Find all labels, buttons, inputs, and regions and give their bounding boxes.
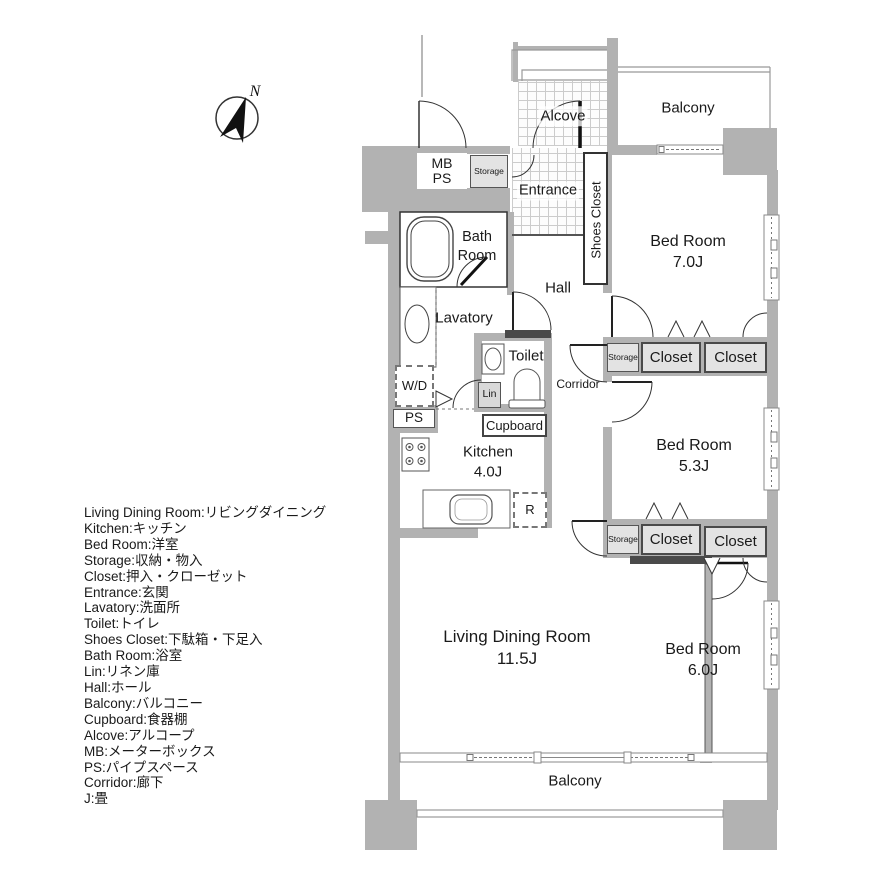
legend-item: Lavatory:洗面所 [84,600,181,616]
legend-item: Toilet:トイレ [84,616,160,632]
legend-item: Living Dining Room:リビングダイニング [84,505,327,520]
north-arrow-icon [220,97,246,143]
entry-storage-box: Storage [470,155,508,188]
storage-row1-box: Storage [607,343,639,372]
balcony-bottom-label: Balcony [548,772,602,790]
bed-room-1-label: Bed Room 7.0J [650,233,726,271]
entrance-label: Entrance [516,181,580,201]
closet-row1b-box: Closet [704,342,767,373]
lavatory-sink-icon [404,304,430,344]
washer-dryer-box: W/D [395,365,434,407]
toilet-bowl-icon [513,368,541,403]
legend-item: Alcove:アルコープ [84,727,195,743]
wd-door-marker [435,390,454,408]
closet-row2b-box: Closet [704,526,767,557]
mb-label: MB [431,155,453,172]
legend-item: Closet:押入・クローゼット [84,568,248,584]
ps-top-label: PS [432,170,452,186]
lavatory-label: Lavatory [435,309,493,327]
stove-icon [401,437,430,472]
legend-item: PS:パイプスペース [84,759,199,775]
closet-row2a-box: Closet [641,524,701,555]
hall-label: Hall [545,279,571,297]
refrigerator-box: R [513,492,547,528]
bath-door-leaf [459,255,489,287]
legend-item: Corridor:廊下 [84,775,164,791]
legend-item: Lin:リネン庫 [84,664,160,680]
legend-item: Bed Room:洋室 [84,536,179,552]
bathtub-icon [406,216,454,282]
exterior-outline [416,35,771,818]
legend-item: Cupboard:食器棚 [84,711,188,727]
toilet-sink-icon [484,347,502,371]
bed-room-2-label: Bed Room 5.3J [656,437,732,475]
toilet-fixtures [481,343,546,409]
legend-item: Kitchen:キッチン [84,520,187,536]
shoes-closet-box: Shoes Closet [583,152,608,285]
bath-room-label: Bath Room [457,229,497,264]
ps-box: PS [393,409,435,428]
compass-north-label: N [249,83,262,100]
storage-row2-box: Storage [607,525,639,554]
toilet-base [508,399,546,409]
kitchen-label: Kitchen 4.0J [462,443,514,481]
compass-rose: N [215,83,262,143]
corridor-label: Corridor [556,377,600,392]
balcony-top-label: Balcony [661,99,715,117]
legend-item: Storage:収納・物入 [84,552,203,568]
shoes-closet-label: Shoes Closet [588,181,604,259]
toilet-label: Toilet [508,347,544,365]
legend-item: Shoes Closet:下駄箱・下足入 [84,632,263,648]
legend-item: J:畳 [84,791,109,807]
cupboard-box: Cupboard [482,414,547,437]
mb-ps-box: MB PS [417,153,467,189]
alcove-label: Alcove [538,106,588,126]
legend-block: Living Dining Room:リビングダイニング Kitchen:キッチ… [84,505,326,807]
lin-box: Lin [478,382,501,408]
kitchen-fixtures [401,437,511,529]
legend-item: MB:メーターボックス [84,743,216,759]
windows [399,144,780,764]
closet-row1a-box: Closet [641,342,701,373]
folding-door-markers [645,319,721,576]
legend-item: Hall:ホール [84,679,152,695]
living-dining-room-label: Living Dining Room 11.5J [443,626,591,668]
legend-item: Balcony:バルコニー [84,695,204,711]
bed-room-3-label: Bed Room 6.0J [665,641,741,679]
legend-item: Bath Room:浴室 [84,648,183,664]
legend-item: Entrance:玄関 [84,584,169,600]
lavatory-vanity [399,286,474,410]
